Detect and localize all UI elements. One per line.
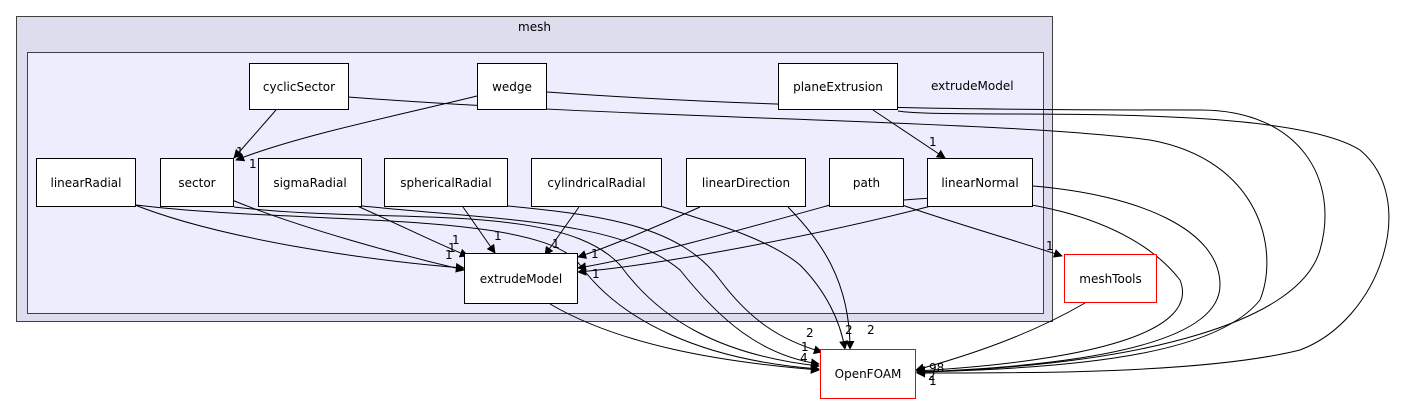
edge-linearradial-extrudemodel (129, 202, 465, 272)
node-meshtools[interactable]: meshTools (1064, 254, 1157, 303)
label-to-openfoam-2c: 2 (867, 323, 875, 337)
edge-lineardirection-extrudemodel (577, 206, 701, 259)
node-lineardirection[interactable]: linearDirection (686, 158, 806, 207)
edge-wedge-openfoam (546, 91, 1326, 377)
label-to-openfoam-2b: 2 (845, 323, 853, 337)
node-sector[interactable]: sector (160, 158, 234, 207)
node-linearnormal[interactable]: linearNormal (927, 158, 1033, 207)
node-planeextrusion[interactable]: planeExtrusion (778, 63, 898, 110)
edge-wedge-sector (235, 95, 478, 162)
label-path-meshtools: 1 (1046, 239, 1054, 253)
edge-path-meshtools (901, 204, 1063, 258)
label-to-openfoam-4: 4 (800, 351, 808, 365)
label-sigma-extrude: 1 (452, 233, 460, 247)
edge-lineardirection-openfoam (787, 206, 855, 350)
node-path[interactable]: path (829, 158, 904, 207)
edge-cylindricalradial-extrudemodel (544, 206, 580, 256)
mesh-cluster-label[interactable]: mesh (518, 20, 551, 34)
edge-extrudemodel-openfoam (549, 303, 820, 374)
node-linearradial[interactable]: linearRadial (36, 158, 136, 207)
edge-planeextrusion-openfoam (897, 110, 1390, 378)
label-cylindrical-extrude: 1 (552, 237, 560, 251)
label-cyclic-sector: 1 (236, 145, 244, 159)
label-linearnormal-extrude: 1 (592, 267, 600, 281)
label-to-openfoam-1: 1 (801, 340, 809, 354)
label-path-extrude: 1 (591, 247, 599, 261)
edge-sphericalradial-openfoam (507, 205, 823, 355)
label-to-openfoam-2a: 2 (806, 326, 814, 340)
label-linearradial-extrude: 1 (445, 248, 453, 262)
label-wedge-sector: 1 (249, 157, 257, 171)
edge-sphericalradial-extrudemodel (462, 206, 496, 254)
node-extrudemodel[interactable]: extrudeModel (464, 253, 578, 304)
node-wedge[interactable]: wedge (477, 63, 547, 110)
edge-cylindricalradial-openfoam (659, 205, 849, 350)
edge-linearnormal-openfoam (916, 185, 1221, 377)
edge-cyclicsector-openfoam (347, 96, 1268, 377)
edge-meshtools-openfoam (915, 302, 1086, 373)
node-sphericalradial[interactable]: sphericalRadial (384, 158, 508, 207)
label-spherical-extrude: 1 (494, 229, 502, 243)
label-plane-linearnormal: 1 (929, 135, 937, 149)
node-sigmaradial[interactable]: sigmaRadial (258, 158, 362, 207)
edge-linearnormal-extrudemodel (577, 204, 936, 276)
edge-sigmaradial-openfoam (361, 205, 820, 368)
edge-sector-extrudemodel (231, 199, 465, 273)
edge-sigmaradial-extrudemodel (354, 204, 469, 258)
label-openfoam-1: 1 (929, 374, 937, 388)
node-cylindricalradial[interactable]: cylindricalRadial (531, 158, 662, 207)
edge-sector-openfoam (233, 206, 820, 370)
edge-cyclicsector-sector (233, 109, 277, 159)
label-sector-extrude: 1 (448, 241, 456, 255)
label-openfoam-2: 2 (928, 369, 936, 383)
label-openfoam-98: 98 (929, 361, 944, 375)
node-cyclicsector[interactable]: cyclicSector (249, 63, 349, 110)
node-openfoam[interactable]: OpenFOAM (820, 349, 916, 399)
extrudemodel-cluster-label[interactable]: extrudeModel (931, 79, 1014, 93)
edge-planeextrusion-linearnormal (872, 109, 946, 159)
